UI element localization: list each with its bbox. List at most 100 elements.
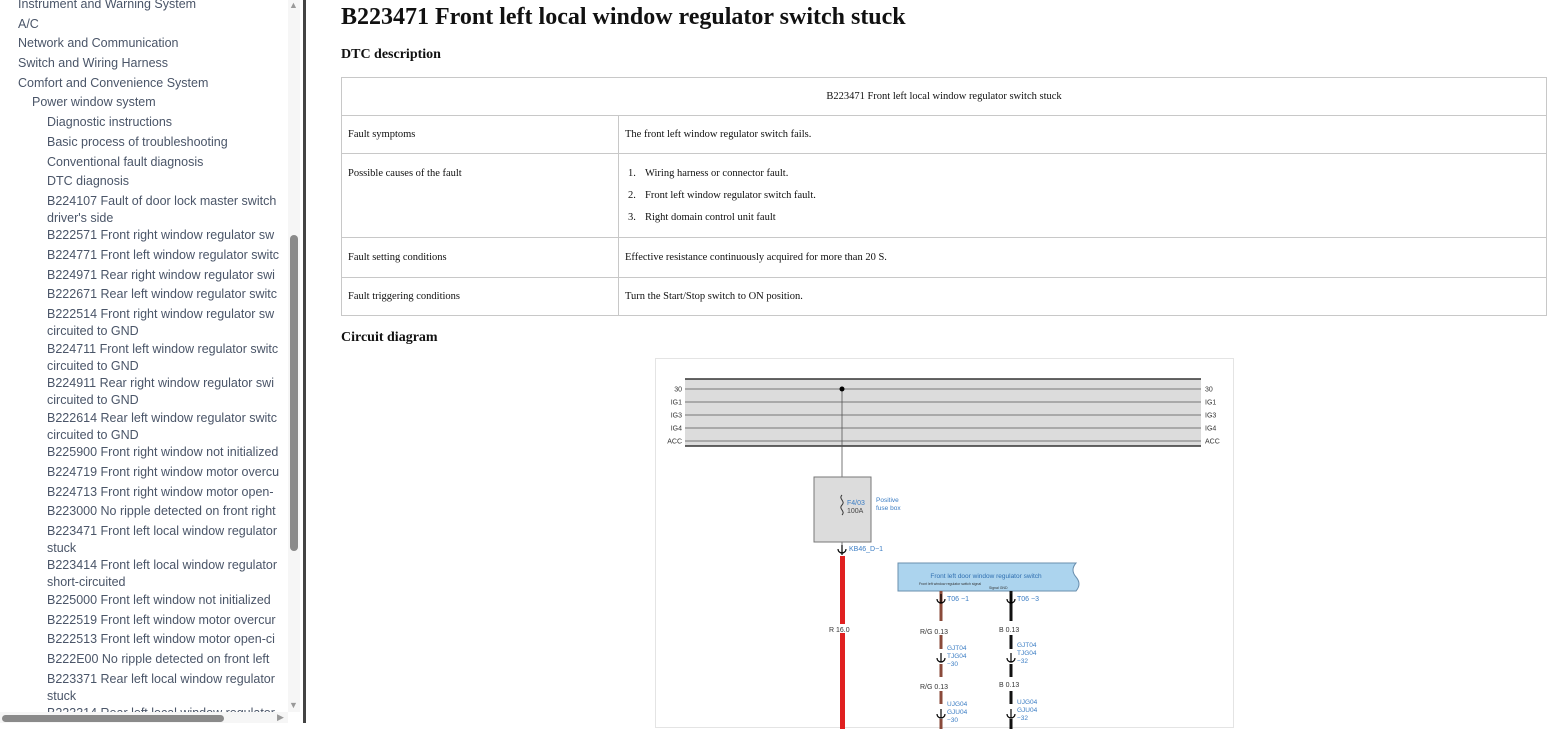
sidebar-item-label[interactable]: Power window system [32, 95, 156, 110]
fuse-icon [840, 494, 844, 516]
sidebar-item[interactable]: B224771 Front left window regulator swit… [0, 247, 288, 267]
scroll-up-icon[interactable]: ▲ [289, 0, 298, 10]
sidebar-item-label[interactable]: B222514 Front right window regulator sw [47, 307, 275, 322]
sidebar-item-label[interactable]: B222513 Front left window motor open-ci [47, 632, 275, 647]
sidebar-item[interactable]: B224911 Rear right window regulator swi c… [0, 375, 288, 410]
sidebar-item[interactable]: B222513 Front left window motor open-ci [0, 631, 288, 651]
signal-wire [939, 719, 943, 731]
sidebar-item-label[interactable]: B222671 Rear left window regulator switc [47, 287, 277, 302]
pin-label: Front left window regulator switch signa… [919, 582, 981, 586]
sidebar-item[interactable]: B222671 Rear left window regulator switc [0, 286, 288, 306]
sidebar-item-label[interactable]: B224911 Rear right window regulator swi [47, 376, 274, 391]
connector-icon [936, 709, 946, 719]
sidebar-item[interactable]: B223414 Front left local window regulato… [0, 557, 288, 592]
sidebar-item-label[interactable]: B225900 Front right window not initializ… [47, 445, 279, 460]
sidebar-item[interactable]: B225000 Front left window not initialize… [0, 592, 288, 612]
ground-wire [1009, 691, 1013, 704]
sidebar-item-label[interactable]: B224711 Front left window regulator swit… [47, 341, 279, 356]
sidebar-item-label[interactable]: B222E00 No ripple detected on front left [47, 651, 270, 666]
row-key: Fault setting conditions [341, 237, 619, 278]
scroll-down-icon[interactable]: ▼ [289, 700, 298, 710]
sidebar-item-label[interactable]: Comfort and Convenience System [18, 75, 209, 90]
sidebar-item-continuation[interactable]: stuck [47, 688, 77, 703]
svg-text:−30: −30 [947, 661, 958, 668]
scroll-right-icon[interactable]: ▶ [277, 712, 284, 722]
svg-text:UJG04: UJG04 [1017, 699, 1038, 706]
row-value: The front left window regulator switch f… [618, 115, 1547, 154]
sidebar-item[interactable]: B222514 Front right window regulator sw c… [0, 306, 288, 341]
pane-divider[interactable] [303, 0, 306, 723]
sidebar-item[interactable]: A/C [0, 16, 288, 36]
sidebar-item-label[interactable]: Basic process of troubleshooting [47, 134, 228, 149]
sidebar-item-continuation[interactable]: circuited to GND [47, 324, 139, 339]
sidebar-item[interactable]: B223000 No ripple detected on front righ… [0, 503, 288, 523]
svg-text:−32: −32 [1017, 715, 1028, 722]
sidebar-item[interactable]: B224719 Front right window motor overcu [0, 464, 288, 484]
pin-label: Signal GND [989, 586, 1008, 590]
sidebar-item-label[interactable]: B222614 Rear left window regulator switc [47, 410, 277, 425]
sidebar-item-label[interactable]: DTC diagnosis [47, 174, 129, 189]
sidebar-item[interactable]: Network and Communication [0, 35, 288, 55]
sidebar-item[interactable]: B222614 Rear left window regulator switc… [0, 410, 288, 445]
sidebar-item-continuation[interactable]: circuited to GND [47, 427, 139, 442]
sidebar-item[interactable]: B222571 Front right window regulator sw [0, 227, 288, 247]
sidebar-item-continuation[interactable]: circuited to GND [47, 393, 139, 408]
vertical-scrollbar-thumb[interactable] [290, 235, 298, 551]
sidebar-item-label[interactable]: Network and Communication [18, 36, 179, 51]
sidebar-item[interactable]: B225900 Front right window not initializ… [0, 444, 288, 464]
sidebar-item-label[interactable]: B223371 Rear left local window regulator [47, 671, 275, 686]
signal-wire [939, 691, 943, 704]
bus-label: IG1 [1205, 400, 1216, 407]
sidebar-item-continuation[interactable]: short-circuited [47, 575, 126, 590]
sidebar-item[interactable]: Basic process of troubleshooting [0, 134, 288, 154]
sidebar-item-label[interactable]: Conventional fault diagnosis [47, 154, 204, 169]
sidebar-item[interactable]: Switch and Wiring Harness [0, 55, 288, 75]
sidebar-item-label[interactable]: A/C [18, 16, 39, 31]
sidebar-item[interactable]: Comfort and Convenience System [0, 75, 288, 95]
content-pane: B223471 Front left local window regulato… [306, 0, 1561, 731]
sidebar-item-label[interactable]: B223000 No ripple detected on front righ… [47, 504, 276, 519]
sidebar-item-label[interactable]: B224719 Front right window motor overcu [47, 464, 280, 479]
sidebar-item-continuation[interactable]: driver's side [47, 210, 114, 225]
sidebar-item-label[interactable]: B223414 Front left local window regulato… [47, 558, 277, 573]
sidebar-item[interactable]: B223471 Front left local window regulato… [0, 523, 288, 558]
sidebar-item[interactable]: Conventional fault diagnosis [0, 154, 288, 174]
sidebar-item[interactable]: B222E00 No ripple detected on front left [0, 651, 288, 671]
sidebar-item-label[interactable]: B224107 Fault of door lock master switch [47, 193, 277, 208]
bus-label: IG1 [671, 400, 682, 407]
sidebar-item[interactable]: Power window system [0, 94, 288, 114]
svg-text:TJG04: TJG04 [947, 653, 967, 660]
sidebar-item-continuation[interactable]: circuited to GND [47, 358, 139, 373]
signal-wire [939, 664, 943, 677]
fuse-box [813, 476, 872, 543]
dtc-description-heading: DTC description [341, 47, 441, 62]
sidebar-item[interactable]: B224713 Front right window motor open- [0, 484, 288, 504]
svg-text:−32: −32 [1017, 658, 1028, 665]
sidebar-item-label[interactable]: B223471 Front left local window regulato… [47, 523, 277, 538]
connector-icon [837, 545, 847, 555]
sidebar-item[interactable]: B224971 Rear right window regulator swi [0, 267, 288, 287]
sidebar-item-label[interactable]: B222571 Front right window regulator sw [47, 228, 275, 243]
sidebar-item[interactable]: Instrument and Warning System [0, 0, 288, 16]
sidebar-item-label[interactable]: B224971 Rear right window regulator swi [47, 267, 275, 282]
sidebar-item-label[interactable]: B224771 Front left window regulator swit… [47, 248, 280, 263]
sidebar-item[interactable]: B224711 Front left window regulator swit… [0, 341, 288, 376]
sidebar-item[interactable]: B223371 Rear left local window regulator… [0, 671, 288, 706]
page-title: B223471 Front left local window regulato… [341, 4, 906, 30]
sidebar-item-label[interactable]: B222519 Front left window motor overcur [47, 612, 276, 627]
sidebar-item-label[interactable]: Instrument and Warning System [18, 0, 197, 11]
sidebar-item-continuation[interactable]: stuck [47, 540, 77, 555]
sidebar-item-label[interactable]: B224713 Front right window motor open- [47, 484, 274, 499]
horizontal-scrollbar-thumb[interactable] [2, 715, 224, 722]
bus-label: ACC [667, 439, 682, 446]
sidebar-item-label[interactable]: Switch and Wiring Harness [18, 56, 169, 71]
connector-icon [936, 594, 946, 604]
sidebar-item-label[interactable]: Diagnostic instructions [47, 115, 173, 130]
sidebar-item[interactable]: DTC diagnosis [0, 173, 288, 193]
sidebar-item[interactable]: B222519 Front left window motor overcur [0, 612, 288, 632]
sidebar-item[interactable]: B224107 Fault of door lock master switch… [0, 193, 288, 228]
sidebar-item[interactable]: Diagnostic instructions [0, 114, 288, 134]
sidebar-item-label[interactable]: B225000 Front left window not initialize… [47, 592, 271, 607]
wire-label: R/G 0.13 [920, 629, 948, 636]
